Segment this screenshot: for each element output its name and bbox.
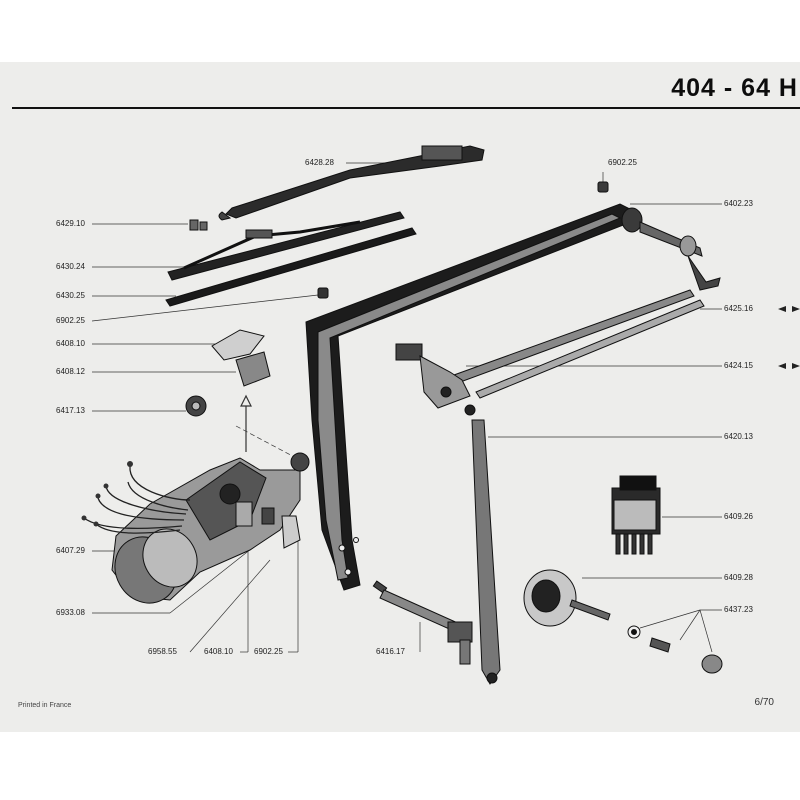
wire-terminals [81, 461, 133, 527]
page-number: 6/70 [754, 697, 774, 708]
label-6417-13: 6417.13 [56, 406, 85, 415]
printed-in-france: Printed in France [18, 702, 72, 709]
label-6408-10-bottom: 6408.10 [204, 647, 233, 656]
page-title: 404 - 64 H [671, 74, 798, 102]
wiper-blade [165, 211, 417, 307]
label-6430-25: 6430.25 [56, 291, 85, 300]
label-6437-23: 6437.23 [724, 605, 753, 614]
label-6420-13: 6420.13 [724, 432, 753, 441]
label-6902-25-mid: 6902.25 [56, 316, 85, 325]
label-6402-23: 6402.23 [724, 199, 753, 208]
label-6408-12: 6408.12 [56, 367, 85, 376]
arrow-markers [240, 306, 800, 407]
small-parts [185, 287, 329, 417]
wiper-arm [218, 145, 485, 221]
label-6416-17: 6416.17 [376, 647, 405, 656]
label-6958-55: 6958.55 [148, 647, 177, 656]
label-6933-08: 6933.08 [56, 608, 85, 617]
label-6428-28: 6428.28 [305, 158, 334, 167]
pivot-shaft [372, 580, 473, 665]
label-6408-10-top: 6408.10 [56, 339, 85, 348]
label-6425-16: 6425.16 [724, 304, 753, 313]
label-6429-10: 6429.10 [56, 219, 85, 228]
wiper-motor [111, 452, 310, 604]
header-rule [12, 107, 800, 109]
leader-lines [91, 162, 722, 653]
label-6902-25-top: 6902.25 [608, 158, 637, 167]
middle-pivot [395, 343, 476, 416]
linkage-frame [305, 203, 637, 591]
knob-assembly [523, 569, 723, 674]
connecting-rods [439, 289, 705, 399]
switch-body [611, 475, 661, 555]
motor-wires [83, 465, 191, 534]
label-6409-28: 6409.28 [724, 573, 753, 582]
label-6430-24: 6430.24 [56, 262, 85, 271]
label-6902-25-bottom: 6902.25 [254, 647, 283, 656]
label-6424-15: 6424.15 [724, 361, 753, 370]
label-6407-29: 6407.29 [56, 546, 85, 555]
top-pivot [597, 181, 721, 291]
label-6409-26: 6409.26 [724, 512, 753, 521]
long-rod [471, 419, 501, 685]
blade-clip [189, 219, 208, 231]
